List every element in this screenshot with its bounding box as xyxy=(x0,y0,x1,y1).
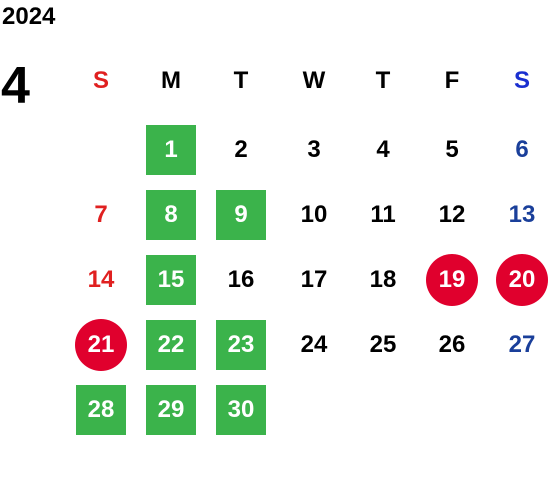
day-cell[interactable]: 18 xyxy=(369,266,397,293)
weekday-header: S xyxy=(513,67,530,94)
day-cell[interactable]: 12 xyxy=(438,201,466,228)
day-cell[interactable]: 7 xyxy=(94,201,108,228)
day-cell[interactable]: 28 xyxy=(76,385,126,435)
day-cell[interactable]: 14 xyxy=(87,266,115,293)
day-cell[interactable]: 26 xyxy=(438,331,466,358)
month-number: 4 xyxy=(1,57,30,115)
day-cell[interactable]: 29 xyxy=(146,385,196,435)
day-cell[interactable]: 16 xyxy=(227,266,255,293)
day-cell[interactable]: 27 xyxy=(508,331,536,358)
day-cell[interactable]: 8 xyxy=(146,190,196,240)
day-cell[interactable]: 30 xyxy=(216,385,266,435)
year-label: 2024 xyxy=(2,3,56,30)
day-cell[interactable]: 5 xyxy=(445,136,459,163)
weekday-header: T xyxy=(375,67,391,94)
weekday-header: S xyxy=(92,67,109,94)
weekday-header: M xyxy=(161,67,181,94)
day-cell[interactable]: 24 xyxy=(300,331,328,358)
day-cell[interactable]: 2 xyxy=(234,136,248,163)
day-cell[interactable]: 11 xyxy=(370,201,396,228)
day-cell[interactable]: 21 xyxy=(75,319,127,371)
day-cell[interactable]: 25 xyxy=(369,331,397,358)
day-cell[interactable]: 20 xyxy=(496,254,548,306)
day-cell[interactable]: 13 xyxy=(508,201,536,228)
day-cell[interactable]: 6 xyxy=(515,136,529,163)
weekday-header: W xyxy=(302,67,326,94)
day-cell[interactable]: 4 xyxy=(376,136,390,163)
day-cell[interactable]: 1 xyxy=(146,125,196,175)
day-cell[interactable]: 19 xyxy=(426,254,478,306)
day-cell[interactable]: 15 xyxy=(146,255,196,305)
day-cell[interactable]: 3 xyxy=(307,136,321,163)
day-cell[interactable]: 17 xyxy=(300,266,328,293)
day-cell[interactable]: 9 xyxy=(216,190,266,240)
day-cell[interactable]: 22 xyxy=(146,320,196,370)
day-cell[interactable]: 10 xyxy=(300,201,328,228)
weekday-header: T xyxy=(233,67,249,94)
weekday-header: F xyxy=(444,67,460,94)
day-cell[interactable]: 23 xyxy=(216,320,266,370)
